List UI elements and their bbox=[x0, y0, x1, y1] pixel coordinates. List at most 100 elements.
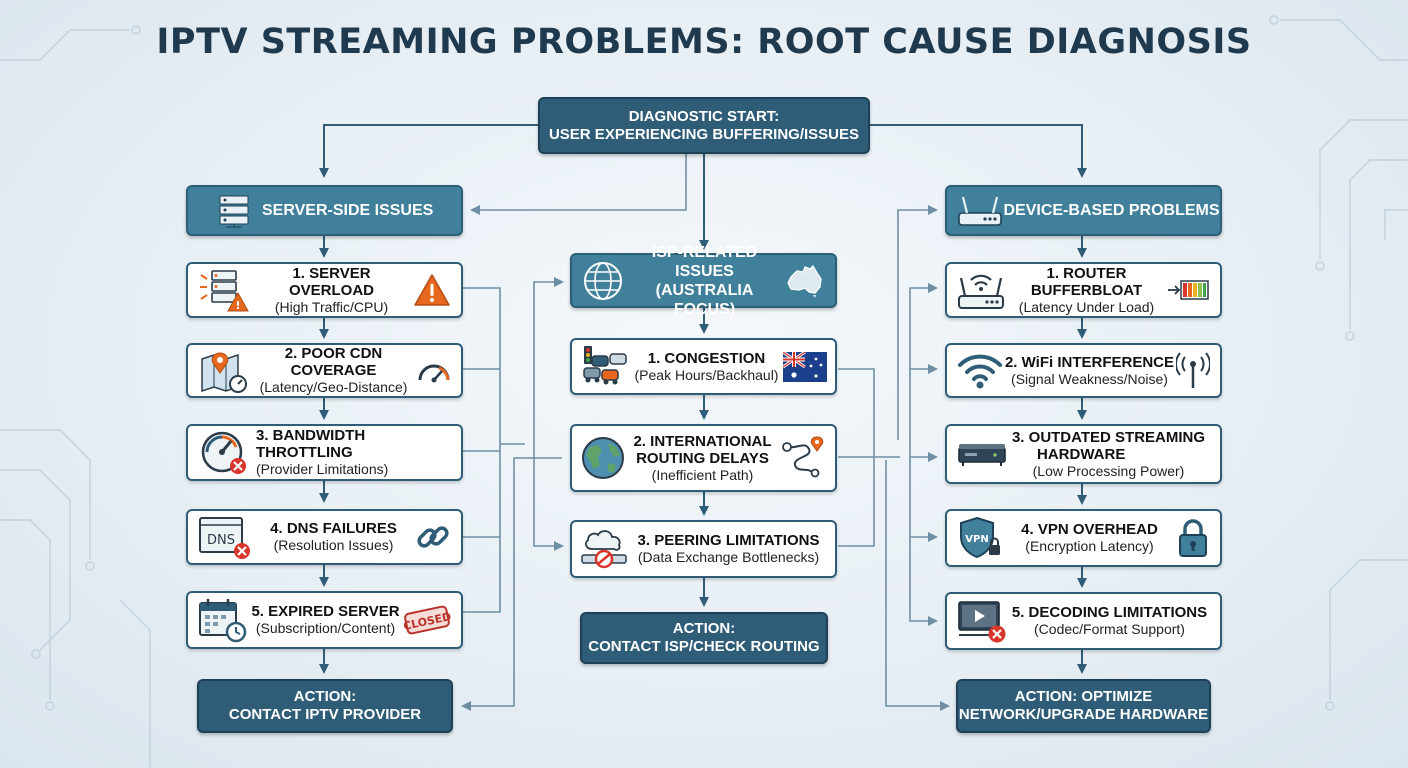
server-action-line-2: CONTACT IPTV PROVIDER bbox=[228, 706, 422, 723]
device-item-2-text: 2. WiFi INTERFERENCE (Signal Weakness/No… bbox=[1003, 354, 1176, 388]
isp-item-2: 2. INTERNATIONAL ROUTING DELAYS (Ineffic… bbox=[570, 424, 837, 492]
device-item-3-title-2: HARDWARE bbox=[1037, 445, 1126, 463]
device-item-5-sub: (Codec/Format Support) bbox=[1034, 621, 1185, 637]
server-item-4-text: 4. DNS FAILURES (Resolution Issues) bbox=[252, 520, 415, 554]
server-item-4: DNS 4. DNS FAILURES (Resolution Issues) bbox=[186, 509, 463, 565]
isp-item-3: 3. PEERING LIMITATIONS (Data Exchange Bo… bbox=[570, 520, 837, 578]
device-based-header: DEVICE-BASED PROBLEMS bbox=[945, 185, 1222, 236]
dns-icon-text: DNS bbox=[207, 533, 235, 548]
server-side-header: SERVER-SIDE ISSUES bbox=[186, 185, 463, 236]
isp-header: ISP-RELATED ISSUES (AUSTRALIA FOCUS) bbox=[570, 244, 837, 318]
vpn-icon-text: VPN bbox=[965, 534, 988, 545]
main-connectors bbox=[319, 124, 1087, 674]
isp-item-2-text: 2. INTERNATIONAL ROUTING DELAYS (Ineffic… bbox=[626, 433, 779, 484]
router-icon bbox=[957, 193, 1003, 229]
wifi-icon bbox=[957, 351, 1003, 391]
dns-error-icon: DNS bbox=[198, 514, 252, 560]
server-item-1: ! 1. SERVER OVERLOAD (High Traffic/CPU) bbox=[186, 262, 463, 318]
server-side-header-label: SERVER-SIDE ISSUES bbox=[262, 202, 434, 219]
device-action-line-1: ACTION: OPTIMIZE bbox=[1014, 688, 1153, 705]
cross-connectors bbox=[461, 154, 950, 711]
device-item-3: 3. OUTDATED STREAMING HARDWARE (Low Proc… bbox=[945, 424, 1222, 484]
device-based-header-label: DEVICE-BASED PROBLEMS bbox=[1003, 202, 1220, 219]
server-item-1-sub: (High Traffic/CPU) bbox=[274, 298, 389, 315]
server-item-1-text: 1. SERVER OVERLOAD (High Traffic/CPU) bbox=[250, 265, 413, 316]
warning-triangle-icon bbox=[413, 273, 451, 307]
isp-header-label: ISP-RELATED ISSUES (AUSTRALIA FOCUS) bbox=[624, 243, 785, 319]
server-item-2: 2. POOR CDN COVERAGE (Latency/Geo-Distan… bbox=[186, 343, 463, 398]
circuit-decoration bbox=[0, 15, 1408, 768]
server-item-5-sub: (Subscription/Content) bbox=[255, 620, 396, 636]
globe-icon bbox=[580, 435, 626, 481]
server-item-5-title: 5. EXPIRED SERVER bbox=[251, 603, 400, 620]
device-item-3-title-1: 3. OUTDATED STREAMING bbox=[1011, 428, 1206, 446]
device-item-2: 2. WiFi INTERFERENCE (Signal Weakness/No… bbox=[945, 343, 1222, 398]
server-item-3-text: 3. BANDWIDTH THROTTLING (Provider Limita… bbox=[250, 427, 451, 478]
globe-icon bbox=[582, 260, 624, 302]
load-meter-icon bbox=[1168, 279, 1210, 301]
server-item-3-sub: (Provider Limitations) bbox=[256, 461, 389, 477]
traffic-jam-icon bbox=[580, 344, 630, 390]
server-item-2-sub: (Latency/Geo-Distance) bbox=[259, 379, 408, 395]
server-item-4-title: 4. DNS FAILURES bbox=[270, 520, 397, 537]
isp-item-3-sub: (Data Exchange Bottlenecks) bbox=[637, 549, 820, 565]
closed-stamp-icon: CLOSED bbox=[403, 600, 451, 640]
server-rack-icon bbox=[216, 194, 252, 228]
page-title: IPTV STREAMING PROBLEMS: ROOT CAUSE DIAG… bbox=[156, 22, 1252, 62]
device-item-5-title: 5. DECODING LIMITATIONS bbox=[1011, 604, 1208, 621]
australia-map-icon bbox=[785, 263, 825, 299]
device-item-5-text: 5. DECODING LIMITATIONS (Codec/Format Su… bbox=[1009, 604, 1210, 638]
svg-text:!: ! bbox=[235, 299, 240, 312]
device-item-1: 1. ROUTER BUFFERBLOAT (Latency Under Loa… bbox=[945, 262, 1222, 318]
server-item-3: 3. BANDWIDTH THROTTLING (Provider Limita… bbox=[186, 424, 463, 481]
isp-header-line-2: (AUSTRALIA FOCUS) bbox=[655, 281, 754, 318]
server-item-2-text: 2. POOR CDN COVERAGE (Latency/Geo-Distan… bbox=[250, 345, 417, 396]
server-alert-icon: ! bbox=[198, 267, 250, 313]
isp-item-1-title: 1. CONGESTION bbox=[647, 349, 766, 367]
video-error-icon bbox=[957, 598, 1009, 644]
device-item-4-title: 4. VPN OVERHEAD bbox=[1021, 521, 1158, 538]
device-item-1-sub: (Latency Under Load) bbox=[1018, 298, 1155, 315]
isp-item-3-title: 3. PEERING LIMITATIONS bbox=[637, 532, 820, 549]
vpn-shield-icon: VPN bbox=[957, 515, 1003, 561]
device-item-5: 5. DECODING LIMITATIONS (Codec/Format Su… bbox=[945, 592, 1222, 650]
set-top-box-icon bbox=[957, 436, 1007, 472]
server-action-node: ACTION: CONTACT IPTV PROVIDER bbox=[197, 679, 453, 733]
server-item-2-title: 2. POOR CDN COVERAGE bbox=[284, 345, 383, 379]
server-item-3-title: 3. BANDWIDTH THROTTLING bbox=[256, 427, 366, 461]
isp-item-2-title-2: ROUTING DELAYS bbox=[636, 449, 769, 467]
isp-item-3-text: 3. PEERING LIMITATIONS (Data Exchange Bo… bbox=[630, 532, 827, 566]
australia-flag-icon bbox=[783, 351, 827, 382]
server-item-1-title: 1. SERVER OVERLOAD bbox=[288, 264, 374, 299]
start-line-1: DIAGNOSTIC START: bbox=[628, 107, 780, 125]
device-item-4-text: 4. VPN OVERHEAD (Encryption Latency) bbox=[1003, 521, 1176, 555]
cloud-pipe-icon bbox=[580, 527, 630, 571]
device-item-1-text: 1. ROUTER BUFFERBLOAT (Latency Under Loa… bbox=[1005, 265, 1168, 316]
device-item-4: VPN 4. VPN OVERHEAD (Encryption Latency) bbox=[945, 509, 1222, 567]
device-item-3-sub: (Low Processing Power) bbox=[1032, 462, 1185, 479]
speedometer-icon bbox=[417, 359, 451, 383]
padlock-icon bbox=[1176, 518, 1210, 558]
isp-item-1-text: 1. CONGESTION (Peak Hours/Backhaul) bbox=[630, 350, 783, 384]
router-wifi-icon bbox=[957, 268, 1005, 312]
device-item-2-title: 2. WiFi INTERFERENCE bbox=[1004, 353, 1175, 371]
server-action-line-1: ACTION: bbox=[293, 688, 357, 705]
start-line-2: USER EXPERIENCING BUFFERING/ISSUES bbox=[548, 125, 860, 143]
device-item-4-sub: (Encryption Latency) bbox=[1025, 538, 1154, 554]
diagnostic-start-node: DIAGNOSTIC START: USER EXPERIENCING BUFF… bbox=[538, 97, 870, 154]
isp-action-node: ACTION: CONTACT ISP/CHECK ROUTING bbox=[580, 612, 828, 664]
gauge-error-icon bbox=[198, 430, 250, 476]
device-action-line-2: NETWORK/UPGRADE HARDWARE bbox=[958, 706, 1209, 723]
route-path-icon bbox=[779, 435, 827, 481]
server-item-5-text: 5. EXPIRED SERVER (Subscription/Content) bbox=[248, 603, 403, 637]
server-item-4-sub: (Resolution Issues) bbox=[273, 537, 394, 553]
calendar-clock-icon bbox=[198, 597, 248, 643]
device-item-3-text: 3. OUTDATED STREAMING HARDWARE (Low Proc… bbox=[1007, 429, 1210, 480]
isp-action-line-2: CONTACT ISP/CHECK ROUTING bbox=[588, 638, 820, 655]
isp-action-line-1: ACTION: bbox=[672, 620, 736, 637]
isp-item-2-sub: (Inefficient Path) bbox=[651, 466, 754, 483]
isp-header-line-1: ISP-RELATED ISSUES bbox=[651, 243, 758, 280]
isp-item-1-sub: (Peak Hours/Backhaul) bbox=[634, 366, 779, 383]
server-item-5: 5. EXPIRED SERVER (Subscription/Content)… bbox=[186, 591, 463, 649]
